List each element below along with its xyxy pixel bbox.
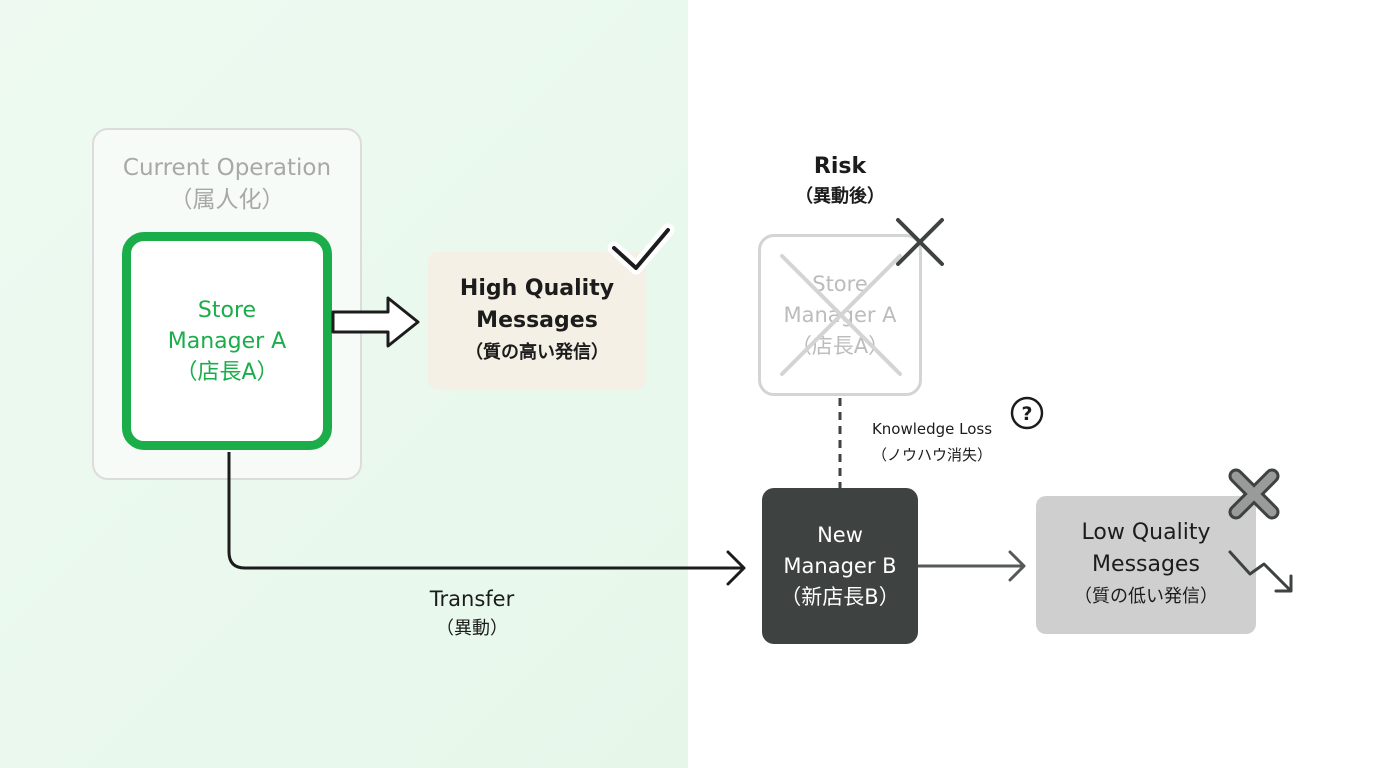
- low-quality-line3: （質の低い発信）: [1074, 586, 1218, 607]
- low-quality-line2: Messages: [1092, 552, 1200, 577]
- new-manager-b-box: New Manager B （新店長B）: [762, 488, 918, 644]
- question-circle-icon: ?: [1010, 396, 1044, 430]
- high-quality-messages-box: High Quality Messages （質の高い発信）: [428, 252, 646, 390]
- high-quality-line3: （質の高い発信）: [464, 342, 609, 363]
- current-operation-title: Current Operation （属人化）: [92, 152, 362, 216]
- crossed-out-icon: [780, 254, 902, 376]
- new-manager-b-line2: Manager B: [783, 553, 897, 578]
- risk-title: Risk （異動後）: [760, 152, 920, 212]
- transfer-arrow: [227, 452, 746, 586]
- cross-icon: [896, 218, 944, 266]
- new-manager-to-low-quality-arrow: [918, 550, 1026, 582]
- transfer-label: Transfer （異動）: [392, 584, 552, 644]
- store-manager-a-line1: Store: [197, 297, 257, 323]
- cross-icon: [1228, 468, 1280, 520]
- risk-subtitle: （異動後）: [795, 186, 885, 207]
- knowledge-loss-label: Knowledge Loss （ノウハウ消失）: [852, 416, 1012, 468]
- question-circle-glyph: ?: [1021, 403, 1032, 425]
- transfer-line1: Transfer: [429, 587, 515, 611]
- high-quality-line2: Messages: [476, 308, 598, 333]
- store-manager-a-line3: （店長A）: [175, 359, 279, 385]
- low-quality-messages-box: Low Quality Messages （質の低い発信）: [1036, 496, 1256, 634]
- knowledge-loss-line1: Knowledge Loss: [871, 420, 993, 438]
- current-operation-title-text: Current Operation: [122, 155, 332, 181]
- high-quality-line1: High Quality: [459, 276, 615, 301]
- hollow-arrow-icon: [331, 296, 420, 348]
- checkmark-icon: [607, 223, 675, 275]
- risk-title-text: Risk: [813, 154, 867, 179]
- trend-down-icon: [1228, 550, 1293, 593]
- current-operation-subtitle: （属人化）: [169, 187, 285, 213]
- low-quality-line1: Low Quality: [1081, 520, 1211, 545]
- new-manager-b-line1: New: [817, 522, 863, 547]
- new-manager-b-line3: （新店長B）: [780, 584, 900, 609]
- store-manager-a-box: Store Manager A （店長A）: [122, 232, 332, 450]
- knowledge-loss-line2: （ノウハウ消失）: [871, 446, 992, 464]
- former-store-manager-line1: Store: [812, 271, 868, 296]
- store-manager-a-line2: Manager A: [167, 328, 287, 354]
- transfer-line2: （異動）: [436, 618, 508, 639]
